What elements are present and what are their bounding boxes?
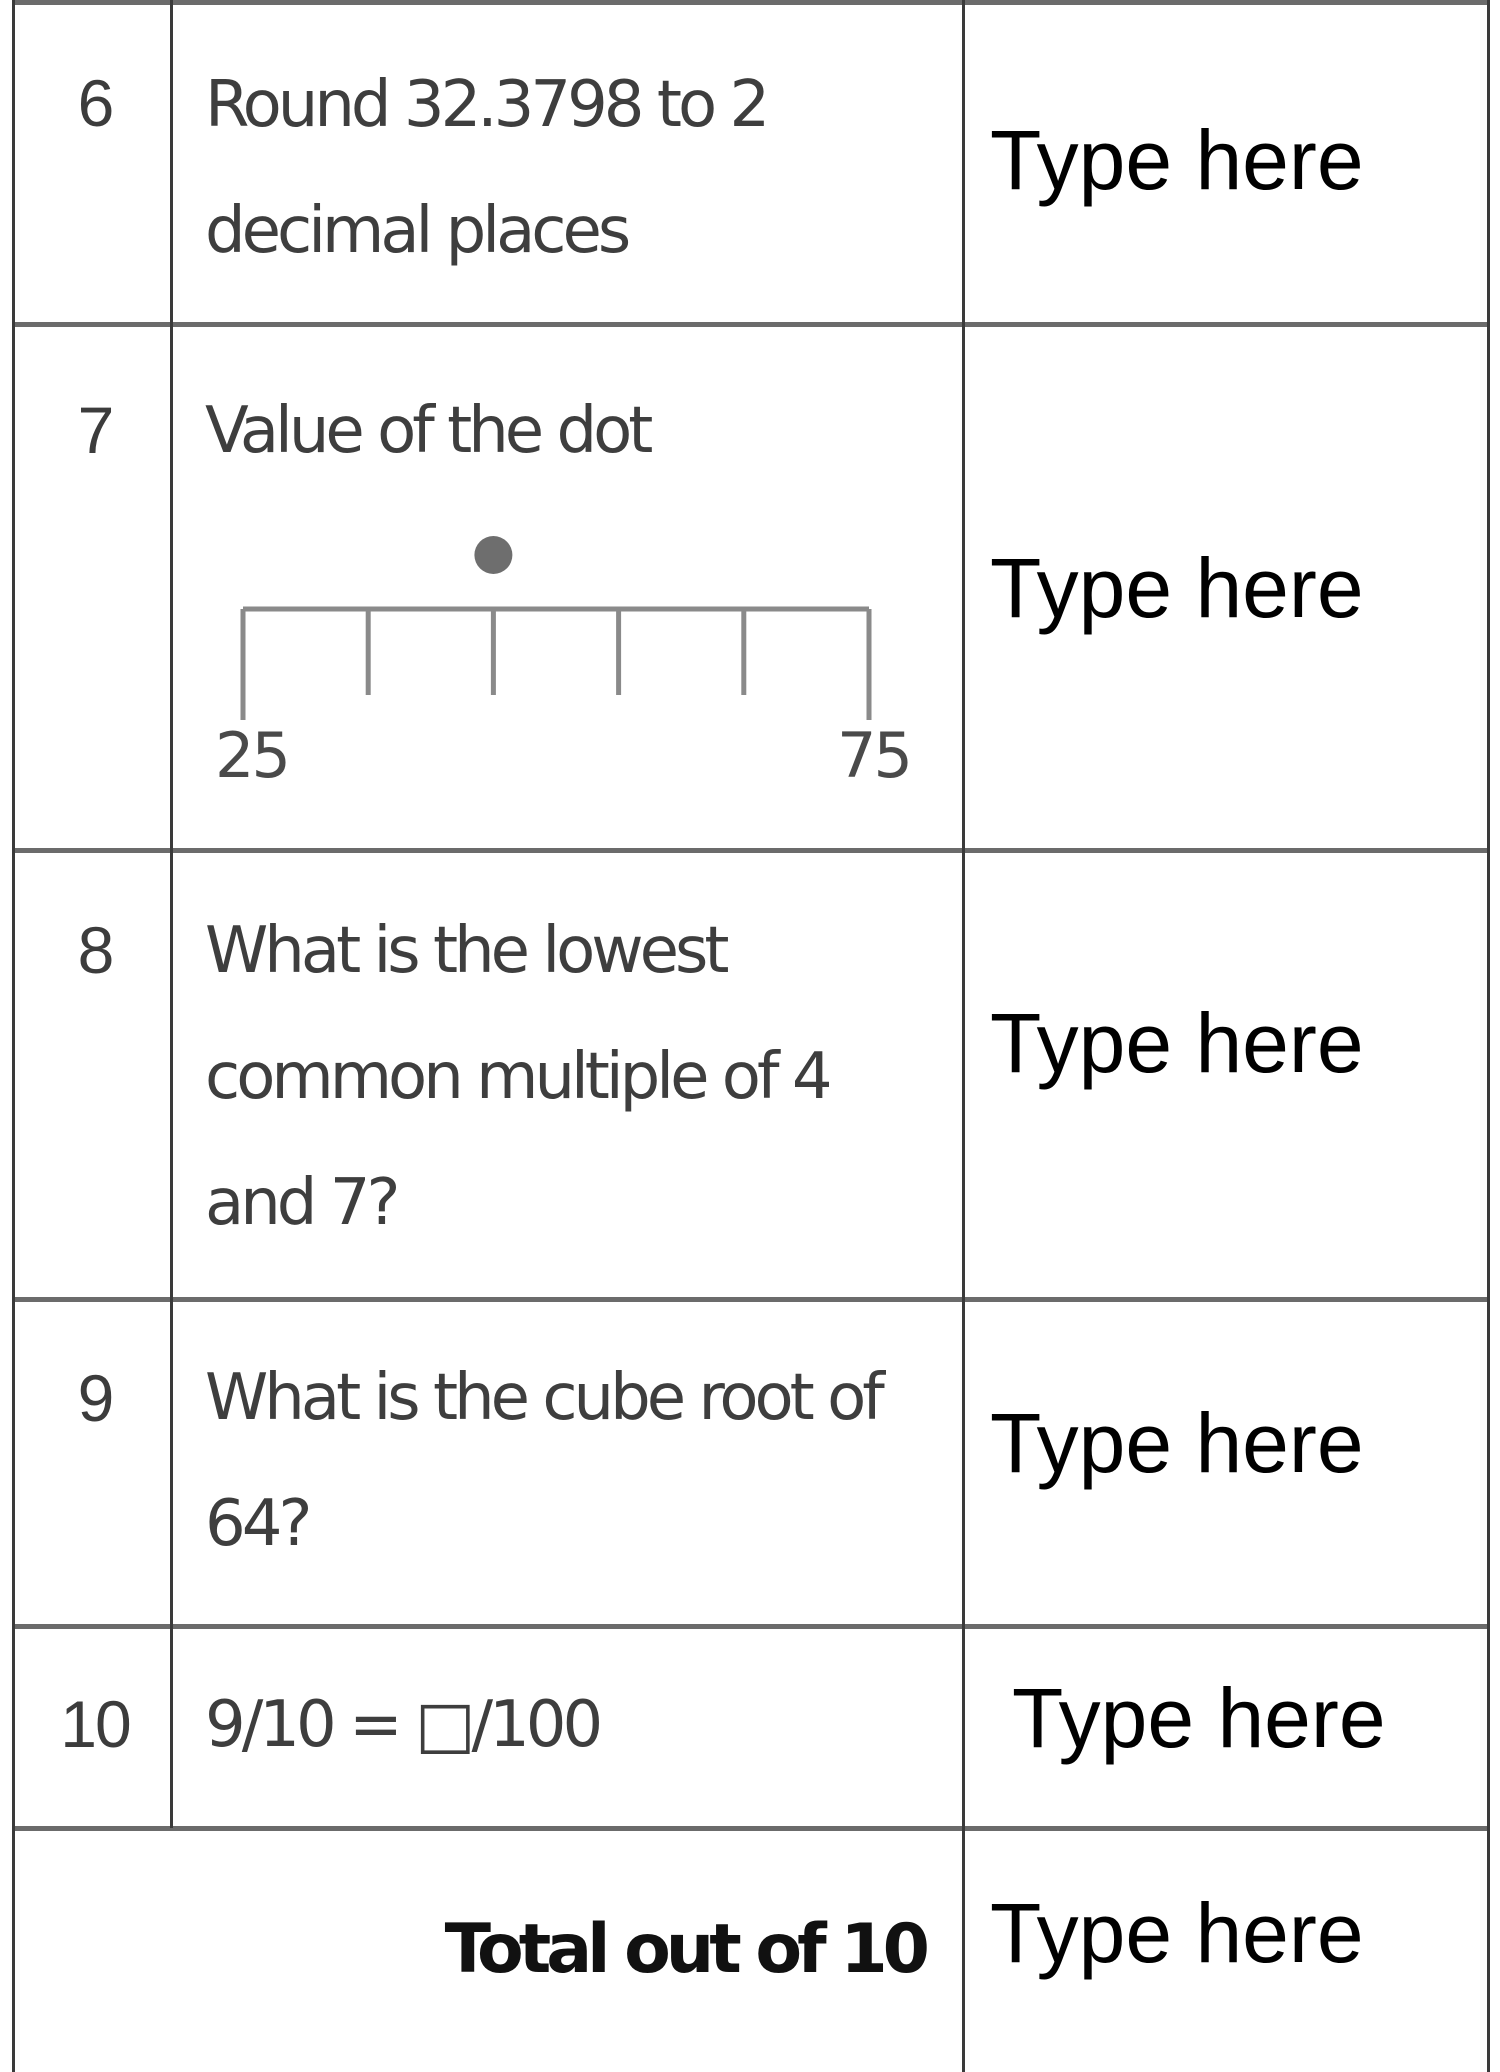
- answer-field[interactable]: Type here: [1012, 1671, 1386, 1765]
- answer-field[interactable]: Type here: [990, 1396, 1364, 1490]
- column-divider: [1487, 0, 1490, 2072]
- number-line-end-label: 75: [837, 719, 910, 792]
- column-divider: [12, 0, 15, 2072]
- question-text: 9/10 = □/100: [205, 1688, 603, 1762]
- number-line-dot: [474, 536, 513, 574]
- answer-field[interactable]: Type here: [990, 541, 1364, 635]
- row-divider: [12, 0, 1488, 5]
- number-line-start-label: 25: [215, 719, 288, 792]
- total-label: Total out of 10: [444, 1910, 930, 1989]
- answer-field[interactable]: Type here: [990, 996, 1364, 1090]
- number-line: 25 75: [215, 536, 913, 792]
- question-number: 7: [77, 393, 115, 467]
- column-divider: [962, 0, 965, 2072]
- question-number: 10: [60, 1687, 131, 1761]
- question-number: 8: [77, 913, 115, 987]
- number-line-ticks: [240, 609, 872, 720]
- question-text: Value of the dot: [205, 394, 653, 468]
- question-text: Round 32.3798 to 2 decimal places: [205, 68, 770, 268]
- answer-field[interactable]: Type here: [990, 113, 1364, 207]
- row-divider: [12, 848, 1488, 853]
- question-number: 9: [77, 1361, 115, 1435]
- question-text: What is the cube root of 64?: [205, 1361, 885, 1561]
- row-divider: [12, 322, 1488, 327]
- question-text: What is the lowest common multiple of 4 …: [205, 914, 833, 1240]
- total-answer-field[interactable]: Type here: [990, 1886, 1364, 1980]
- question-number: 6: [77, 66, 115, 140]
- row-divider: [12, 1297, 1488, 1302]
- column-divider: [170, 0, 173, 1828]
- row-divider: [12, 1624, 1488, 1629]
- row-divider: [12, 1826, 1488, 1831]
